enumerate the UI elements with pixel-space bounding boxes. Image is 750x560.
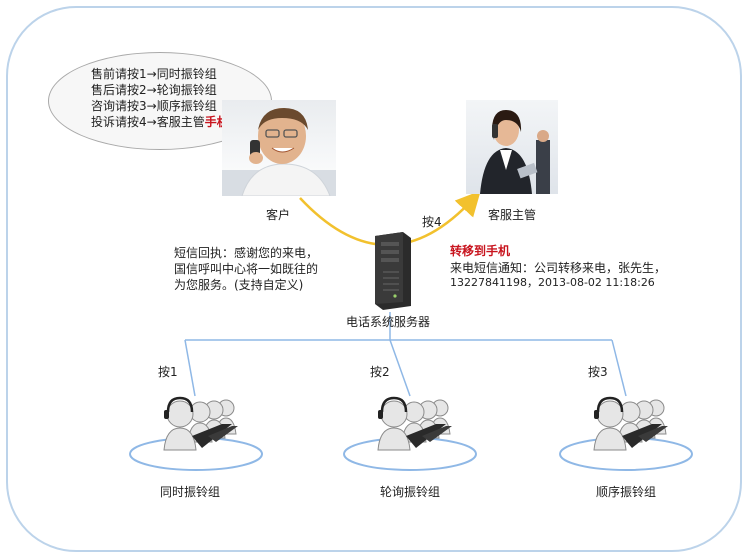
server-icon <box>369 232 413 310</box>
diagram-frame <box>6 6 742 552</box>
branch-group-2 <box>389 339 411 397</box>
ivr-option-4: 投诉请按4→客服主管手机 <box>91 114 229 130</box>
customer-photo <box>222 100 336 196</box>
ivr-option-3: 咨询请按3→顺序振铃组 <box>91 99 217 113</box>
customer-label: 客户 <box>266 208 291 222</box>
ivr-option-2: 售后请按2→轮询振铃组 <box>91 83 217 97</box>
ivr-option-4-prefix: 投诉请按4→客服主管 <box>91 115 205 129</box>
sms-reply-line-3: 为您服务。(支持自定义) <box>174 278 304 292</box>
sms-notice-line-1: 来电短信通知：公司转移来电，张先生， <box>450 261 667 275</box>
group-1-name: 同时振铃组 <box>160 485 221 499</box>
manager-photo <box>466 100 558 194</box>
agent-group-1-icon <box>128 390 264 472</box>
ivr-option-1: 售前请按1→同时振铃组 <box>91 67 217 81</box>
press-4-label: 按4 <box>422 215 442 229</box>
server-label: 电话系统服务器 <box>346 315 431 329</box>
branch-group-1 <box>184 339 196 397</box>
group-3-name: 顺序振铃组 <box>596 485 657 499</box>
manager-label: 客服主管 <box>488 208 537 222</box>
group-1-key: 按1 <box>158 365 178 379</box>
agent-group-3-icon <box>558 390 694 472</box>
group-2-key: 按2 <box>370 365 390 379</box>
transfer-title: 转移到手机 <box>450 244 511 258</box>
agent-group-2-icon <box>342 390 478 472</box>
ivr-menu-text: 售前请按1→同时振铃组 售后请按2→轮询振铃组 咨询请按3→顺序振铃组 投诉请按… <box>91 66 229 130</box>
sms-reply-line-1: 短信回执：感谢您的来电， <box>174 246 319 260</box>
group-2-name: 轮询振铃组 <box>380 485 441 499</box>
branch-group-3 <box>611 339 627 397</box>
sms-notice-line-2: 13227841198，2013-08-02 11:18:26 <box>450 276 655 289</box>
group-3-key: 按3 <box>588 365 608 379</box>
sms-reply-line-2: 国信呼叫中心将一如既往的 <box>174 262 319 276</box>
